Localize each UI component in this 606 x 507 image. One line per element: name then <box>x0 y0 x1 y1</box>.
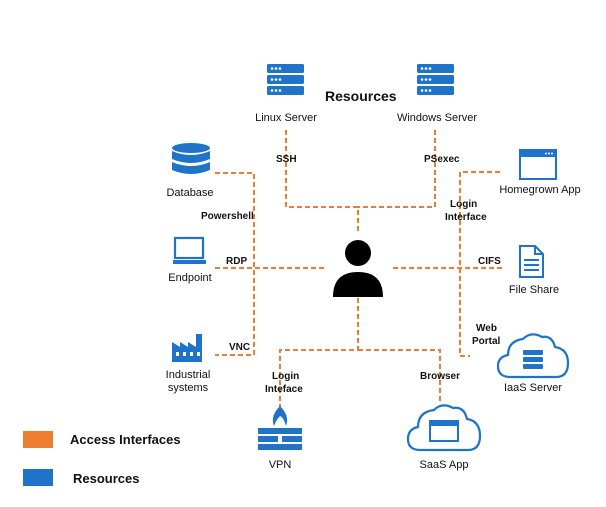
factory-icon <box>172 334 202 362</box>
industrial-systems-node: Industrial systems <box>166 334 211 394</box>
saas-app-node: SaaS App <box>406 404 482 471</box>
iaas-server-node: IaaS Server <box>496 333 570 394</box>
conn-psexec-label: PSexec <box>424 154 460 165</box>
linux-server-node: Linux Server <box>255 64 317 124</box>
line-browser <box>358 349 441 402</box>
endpoint-label: Endpoint <box>168 272 211 284</box>
conn-vnc-label: VNC <box>229 342 250 353</box>
conn-web-portal-1: Web <box>476 323 497 334</box>
line-psexec <box>358 130 436 208</box>
file-share-label: File Share <box>509 284 559 296</box>
database-node: Database <box>166 143 214 199</box>
legend-access-label: Access Interfaces <box>70 432 181 447</box>
linux-server-label: Linux Server <box>255 112 317 124</box>
line-login-interface-right <box>459 171 500 357</box>
conn-rdp-label: RDP <box>226 256 247 267</box>
windows-server-label: Windows Server <box>397 112 477 124</box>
line-bottom-hub <box>279 298 359 415</box>
firewall-icon <box>258 406 302 450</box>
conn-cifs-label: CIFS <box>478 256 501 267</box>
conn-browser-label: Browser <box>420 371 460 382</box>
vpn-label: VPN <box>269 459 292 471</box>
file-icon <box>519 245 544 278</box>
user-node <box>333 240 383 297</box>
cloud-server-icon <box>496 333 570 379</box>
server-icon <box>267 64 304 95</box>
line-ssh <box>285 130 359 232</box>
connection-lines <box>215 130 505 415</box>
conn-login-interface-right-1: Login <box>450 199 477 210</box>
app-window-icon <box>519 149 557 180</box>
industrial-label-line2: systems <box>168 382 209 394</box>
legend: Access Interfaces Resources <box>23 431 181 486</box>
iaas-server-label: IaaS Server <box>504 382 562 394</box>
conn-ssh-label: SSH <box>276 154 297 165</box>
legend-resources-label: Resources <box>73 471 139 486</box>
monitor-icon <box>173 236 206 264</box>
server-icon <box>417 64 454 95</box>
conn-web-portal-2: Portal <box>472 336 501 347</box>
conn-login-inteface-bottom-1: Login <box>272 371 299 382</box>
conn-login-inteface-bottom-2: Inteface <box>265 384 303 395</box>
conn-login-interface-right-2: Interface <box>445 212 487 223</box>
endpoint-node: Endpoint <box>168 236 212 284</box>
legend-access-swatch <box>23 431 53 448</box>
legend-resources-swatch <box>23 469 53 486</box>
homegrown-app-node: Homegrown App <box>499 149 581 196</box>
industrial-label-line1: Industrial <box>166 369 211 381</box>
conn-powershell-label: Powershell <box>201 211 254 222</box>
line-powershell <box>215 172 255 356</box>
saas-app-label: SaaS App <box>420 459 469 471</box>
windows-server-node: Windows Server <box>397 64 477 124</box>
vpn-node: VPN <box>258 406 302 471</box>
file-share-node: File Share <box>509 245 559 296</box>
database-label: Database <box>166 187 213 199</box>
homegrown-app-label: Homegrown App <box>499 184 580 196</box>
database-icon <box>172 143 210 174</box>
cloud-app-icon <box>406 404 482 452</box>
user-icon <box>333 240 383 297</box>
diagram-title: Resources <box>325 88 397 104</box>
